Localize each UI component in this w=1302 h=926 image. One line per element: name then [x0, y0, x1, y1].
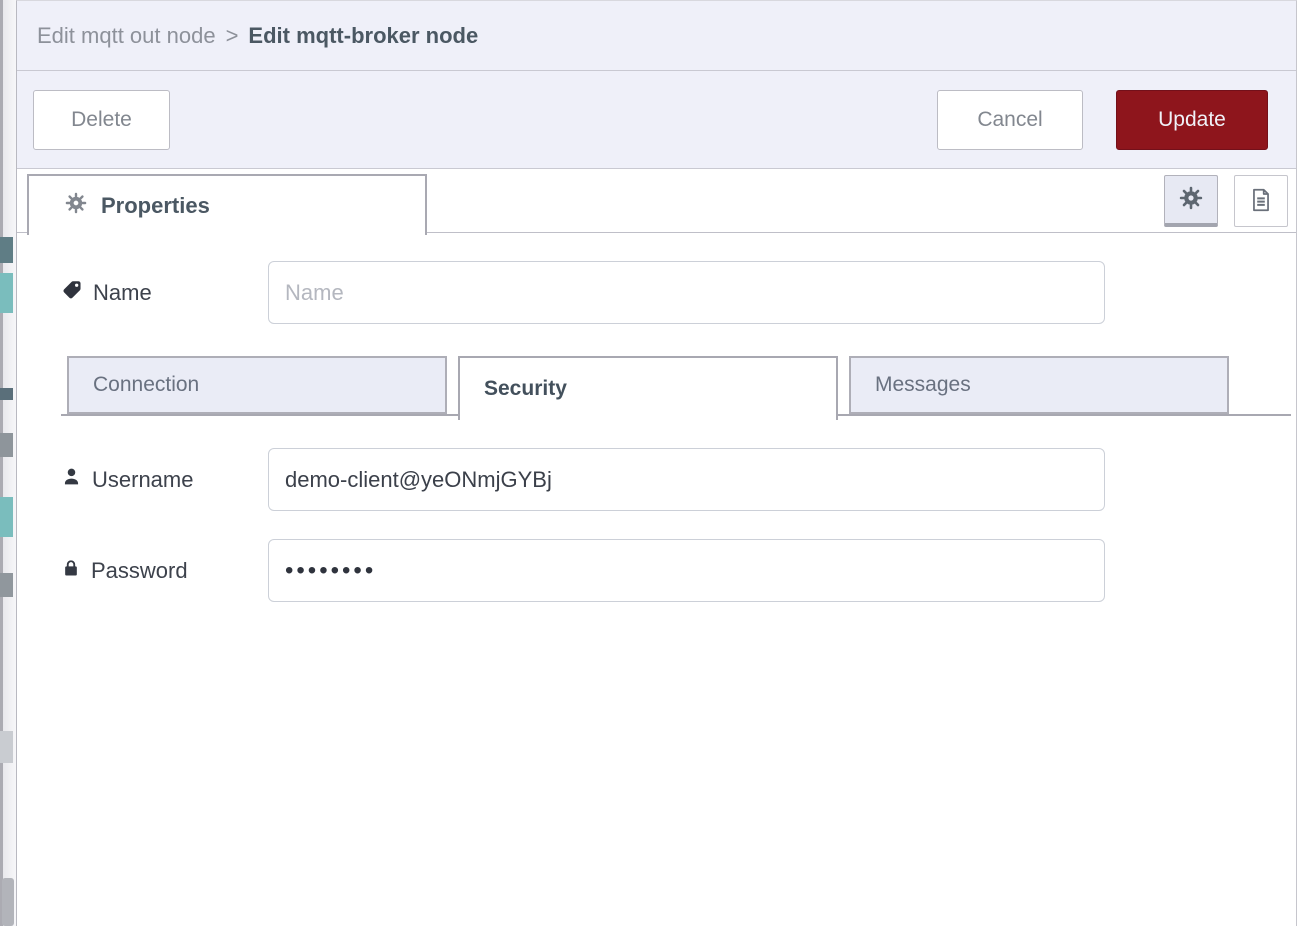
breadcrumb-current: Edit mqtt-broker node [248, 22, 479, 48]
tab-connection-label: Connection [93, 373, 200, 396]
name-input[interactable] [268, 261, 1105, 324]
delete-button[interactable]: Delete [33, 89, 170, 150]
tag-icon [61, 279, 83, 307]
password-label-text: Password [91, 557, 188, 583]
tab-properties-label: Properties [101, 192, 210, 218]
gear-icon [65, 192, 87, 219]
scrollbar-thumb[interactable] [2, 878, 14, 926]
name-label: Name [61, 279, 268, 307]
palette-node-fragment [0, 388, 13, 400]
breadcrumb: Edit mqtt out node > Edit mqtt-broker no… [17, 1, 1296, 71]
password-label: Password [61, 558, 268, 584]
tab-messages-label: Messages [875, 373, 971, 396]
password-field-row: Password [61, 539, 1296, 602]
palette-node-fragment [0, 433, 13, 457]
username-field-row: Username [61, 448, 1296, 511]
gear-icon [1179, 186, 1203, 213]
palette-node-fragment [0, 731, 13, 763]
palette-node-fragment [0, 573, 13, 597]
tab-connection[interactable]: Connection [67, 356, 447, 414]
lock-icon [61, 558, 81, 584]
tray-icon-buttons [1164, 175, 1288, 227]
name-field-row: Name [61, 261, 1296, 324]
tab-security-label: Security [484, 377, 567, 400]
palette-node-fragment [0, 273, 13, 313]
tab-messages[interactable]: Messages [849, 356, 1229, 414]
username-input[interactable] [268, 448, 1105, 511]
palette-node-fragment [0, 497, 13, 537]
document-icon [1248, 187, 1274, 216]
edit-node-tray: Edit mqtt out node > Edit mqtt-broker no… [16, 0, 1297, 926]
username-label: Username [61, 466, 268, 493]
password-input[interactable] [268, 539, 1105, 602]
tab-properties[interactable]: Properties [27, 174, 427, 235]
tray-toolbar: Delete Cancel Update [17, 71, 1296, 169]
node-edit-form: Name Connection Security Messages Userna… [17, 233, 1296, 602]
tab-security[interactable]: Security [458, 356, 838, 420]
node-description-button[interactable] [1234, 175, 1288, 227]
breadcrumb-separator: > [225, 22, 239, 48]
username-label-text: Username [92, 466, 194, 492]
broker-subtabs: Connection Security Messages [61, 356, 1291, 420]
node-settings-button[interactable] [1164, 175, 1218, 227]
cancel-button[interactable]: Cancel [937, 89, 1083, 150]
palette-node-fragment [0, 237, 13, 263]
update-button[interactable]: Update [1116, 89, 1268, 150]
tray-tab-bar: Properties [17, 169, 1296, 235]
workspace-edge-strip [0, 0, 16, 926]
user-icon [61, 466, 82, 493]
breadcrumb-parent[interactable]: Edit mqtt out node [37, 22, 216, 48]
name-label-text: Name [93, 279, 152, 305]
